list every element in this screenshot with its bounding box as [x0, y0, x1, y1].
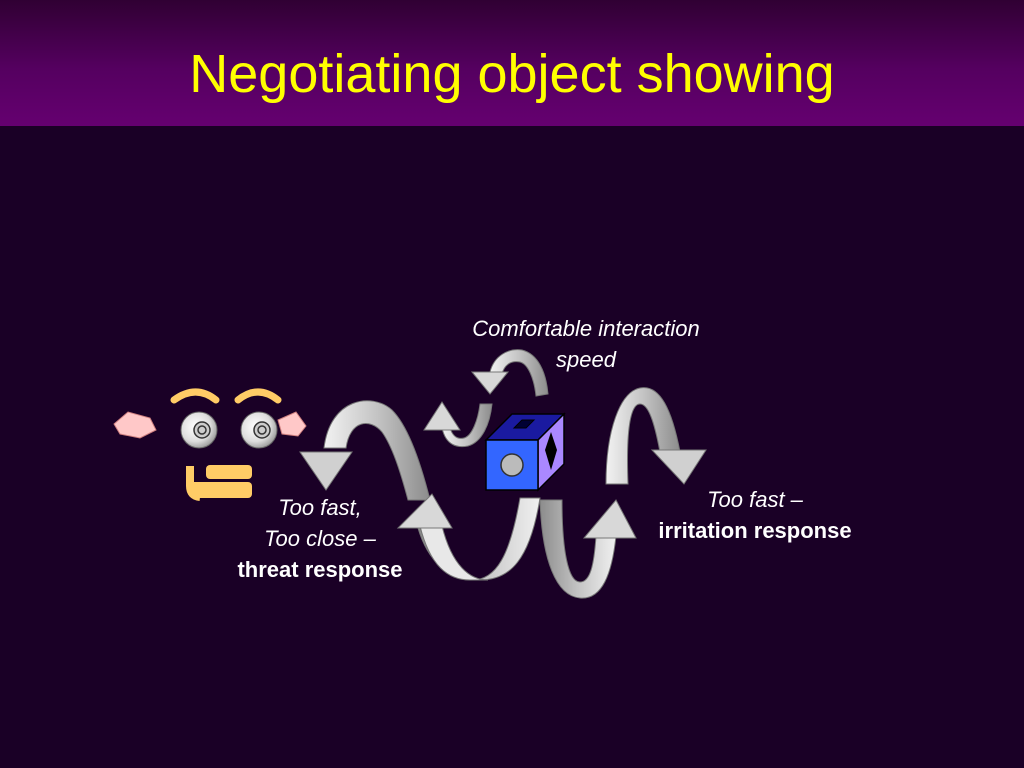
irritation-response-label: Too fast – irritation response — [630, 484, 880, 546]
left-brow — [170, 388, 220, 404]
right-brow — [234, 388, 282, 404]
mouth — [186, 465, 252, 501]
threat-line2: Too close – — [264, 526, 376, 551]
right-ear — [277, 411, 307, 437]
curved-arrow-icon — [299, 400, 431, 501]
title-bar — [0, 0, 1024, 126]
curved-arrow-icon — [470, 349, 549, 397]
curved-arrow-icon — [396, 493, 541, 581]
cube-object-icon — [484, 412, 566, 492]
left-eye — [180, 411, 218, 449]
right-eye — [240, 411, 278, 449]
curved-arrow-icon — [423, 401, 493, 448]
comfortable-line2: speed — [556, 347, 616, 372]
curved-arrow-icon — [539, 499, 637, 599]
irritation-line2: irritation response — [658, 518, 852, 543]
robot-face-icon — [113, 388, 307, 501]
threat-line3: threat response — [237, 557, 403, 582]
slide-title: Negotiating object showing — [189, 44, 835, 104]
threat-response-label: Too fast, Too close – threat response — [210, 492, 430, 585]
irritation-line1: Too fast – — [707, 487, 803, 512]
left-ear — [113, 411, 157, 439]
threat-line1: Too fast, — [278, 495, 362, 520]
comfortable-line1: Comfortable interaction — [472, 316, 700, 341]
curved-arrow-icon — [605, 387, 707, 485]
comfortable-speed-label: Comfortable interaction speed — [436, 313, 736, 375]
